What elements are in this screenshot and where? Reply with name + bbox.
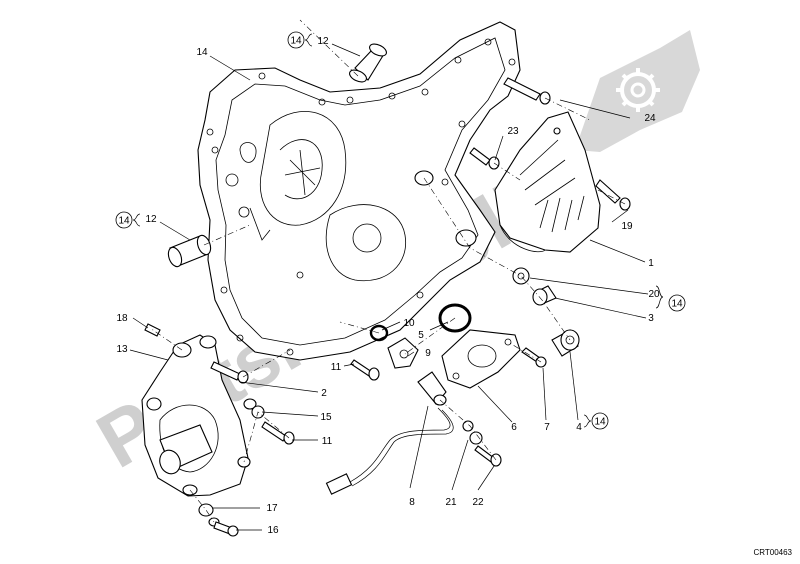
screw-11-lower [261, 421, 295, 445]
callout-13: 13 [116, 344, 128, 355]
callout-3: 3 [648, 313, 654, 324]
callout-2: 2 [321, 388, 327, 399]
callout-18: 18 [116, 313, 128, 324]
callout-19: 19 [621, 221, 633, 232]
drawing-code: CRT00463 [753, 548, 792, 557]
braces [132, 33, 664, 428]
callout-11: 11 [322, 436, 333, 447]
sprocket-guard [494, 111, 601, 253]
callouts: 14 12 14 12 14 24 23 19 1 20 3 18 13 10 … [116, 36, 660, 536]
cover-plate-6 [441, 329, 521, 389]
plug-left [167, 234, 212, 268]
callout-4: 4 [576, 422, 582, 433]
leader-lines [129, 43, 649, 531]
spacer-4 [551, 329, 580, 357]
screw-7 [521, 347, 547, 368]
washer-20 [512, 267, 530, 285]
circled-ref-2: 14 [115, 211, 133, 229]
callout-22: 22 [472, 497, 484, 508]
callout-24: 24 [644, 113, 656, 124]
circled-ref-text: 14 [290, 36, 302, 47]
plug-top [349, 43, 387, 83]
circled-ref-4: 14 [591, 412, 609, 430]
circled-ref-text: 14 [594, 417, 606, 428]
callout-9: 9 [425, 348, 431, 359]
callout-12: 12 [317, 36, 329, 47]
screw-16 [208, 517, 239, 537]
screw-23 [469, 147, 500, 170]
circled-ref-text: 14 [671, 299, 683, 310]
callout-16: 16 [267, 525, 279, 536]
callout-12: 12 [145, 214, 157, 225]
assembly-axes [149, 19, 626, 523]
o-ring-5 [438, 303, 472, 333]
bush-3 [532, 285, 557, 306]
sensor-8 [325, 371, 454, 495]
callout-20: 20 [648, 289, 660, 300]
screw-11-upper [350, 359, 380, 381]
circled-ref-text: 14 [118, 216, 130, 227]
callout-10: 10 [403, 318, 415, 329]
callout-21: 21 [445, 497, 457, 508]
callout-11: 11 [331, 362, 342, 373]
circled-ref-1: 14 [287, 31, 305, 49]
gear-logo-icon [575, 30, 700, 152]
callout-23: 23 [507, 126, 519, 137]
washer-21 [462, 420, 483, 445]
seal-10 [369, 324, 389, 342]
callout-14: 14 [196, 47, 208, 58]
pin-guard [553, 127, 561, 135]
callout-17: 17 [266, 503, 278, 514]
circled-ref-3: 14 [668, 294, 686, 312]
callout-1: 1 [648, 258, 654, 269]
pump-cover-13 [141, 334, 251, 497]
engine-cover [197, 21, 521, 361]
callout-15: 15 [320, 412, 332, 423]
callout-7: 7 [544, 422, 550, 433]
fitting-9 [387, 337, 419, 369]
callout-8: 8 [409, 497, 415, 508]
washer-17 [198, 503, 214, 517]
screw-22 [474, 445, 502, 467]
callout-6: 6 [511, 422, 517, 433]
screw-19 [595, 179, 631, 211]
callout-5: 5 [418, 330, 424, 341]
